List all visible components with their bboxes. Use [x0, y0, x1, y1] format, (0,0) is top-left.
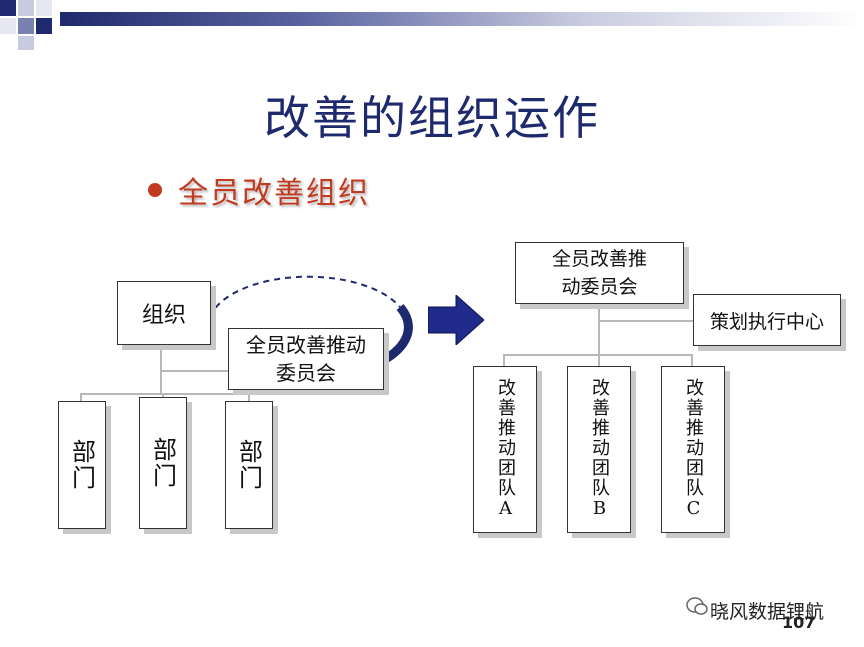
- connector-line: [160, 344, 162, 394]
- committee-ellipse: [209, 275, 413, 367]
- planning-center-box: 策划执行中心: [693, 294, 841, 346]
- page-number: 107: [782, 613, 816, 632]
- deco-square: [18, 36, 34, 50]
- connector-line: [80, 393, 82, 405]
- deco-square: [18, 0, 34, 16]
- connector-line: [598, 354, 600, 366]
- connector-line: [598, 303, 600, 355]
- connector-line: [248, 393, 250, 405]
- deco-square: [36, 18, 52, 34]
- deco-square: [0, 18, 16, 34]
- connector-line: [80, 393, 250, 395]
- connector-line: [503, 354, 505, 366]
- header-strip: [60, 12, 864, 26]
- connector-line: [160, 370, 230, 372]
- transform-arrow: [428, 295, 484, 345]
- committee-label-right: 全员改善推动委员会: [551, 248, 647, 298]
- watermark-text: 晓风数据锂航: [710, 601, 825, 623]
- deco-square: [0, 0, 16, 16]
- wechat-icon: [686, 597, 708, 615]
- department-box-2: 部门: [139, 397, 187, 529]
- org-box: 组织: [117, 281, 211, 345]
- deco-square: [18, 18, 34, 34]
- committee-label-left: 全员改善推动委员会: [246, 333, 366, 385]
- deco-square: [36, 0, 52, 16]
- connector-line: [598, 320, 693, 322]
- slide-subtitle: 全员改善组织: [178, 176, 370, 211]
- connector-line: [691, 354, 693, 366]
- committee-box-left: 全员改善推动委员会: [228, 328, 384, 390]
- slide-title: 改善的组织运作: [264, 91, 600, 145]
- department-box-1: 部门: [58, 401, 106, 529]
- committee-box-right: 全员改善推动委员会: [515, 242, 684, 304]
- team-box-c: 改善推动团队C: [661, 366, 725, 533]
- bullet-dot: [148, 183, 162, 197]
- team-box-a: 改善推动团队A: [473, 366, 537, 533]
- department-box-3: 部门: [225, 401, 273, 529]
- team-box-b: 改善推动团队B: [567, 366, 631, 533]
